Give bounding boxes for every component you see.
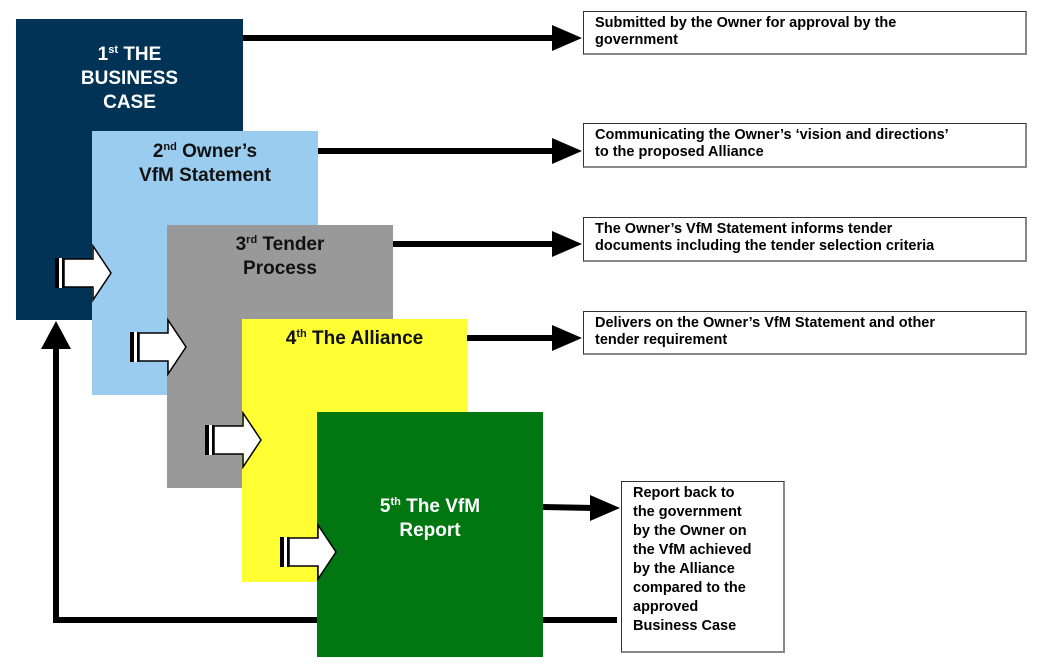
note-line: to the proposed Alliance (595, 144, 764, 160)
connector-arrow-vfm-statement (318, 138, 582, 164)
note-line: Report back to (633, 485, 735, 501)
note-line: the VfM achieved (633, 542, 752, 558)
note-line: Delivers on the Owner’s VfM Statement an… (595, 315, 936, 331)
note-business-case: Submitted by the Owner for approval by t… (583, 11, 1027, 55)
note-vfm-statement: Communicating the Owner’s ‘vision and di… (583, 123, 1027, 168)
note-line: compared to the (633, 580, 746, 596)
note-line: the government (633, 504, 742, 520)
title-line: THE (123, 44, 162, 65)
title-line: The VfM (406, 496, 481, 517)
connector-arrow-tender-process (393, 231, 582, 257)
ordinal-suffix: th (390, 496, 401, 508)
stage-alliance-title: 4th The Alliance (242, 327, 467, 351)
ordinal: 5 (379, 496, 391, 517)
connector-arrow-vfm-report (542, 495, 620, 521)
note-line: Submitted by the Owner for approval by t… (595, 15, 897, 31)
block-arrow-3-to-4 (204, 412, 262, 468)
note-line: Business Case (633, 618, 737, 634)
note-line: by the Alliance (633, 561, 735, 577)
block-arrow-2-to-3 (129, 319, 187, 375)
ordinal: 2 (152, 141, 164, 162)
title-line: Owner’s (182, 141, 258, 162)
note-line: government (595, 32, 678, 48)
stage-tender-process-title: 3rd Tender Process (167, 233, 393, 281)
ordinal-suffix: th (296, 328, 307, 340)
ordinal: 1 (97, 44, 109, 65)
note-alliance: Delivers on the Owner’s VfM Statement an… (583, 311, 1027, 355)
stage-vfm-report: 5th The VfM Report (317, 412, 543, 657)
feedback-arrowhead (41, 321, 71, 349)
note-line: documents including the tender selection… (595, 238, 935, 254)
ordinal-suffix: st (108, 44, 119, 56)
stage-business-case-title: 1st THE BUSINESS CASE (16, 43, 243, 115)
note-line: The Owner’s VfM Statement informs tender (595, 221, 893, 237)
title-line: Tender (262, 234, 325, 255)
block-arrow-4-to-5 (279, 524, 337, 580)
ordinal-suffix: rd (246, 234, 258, 246)
ordinal-suffix: nd (163, 141, 177, 153)
title-line: The Alliance (312, 328, 424, 349)
connector-arrow-alliance (467, 325, 582, 351)
title-line: BUSINESS (80, 68, 179, 89)
title-line: CASE (103, 92, 156, 113)
ordinal: 3 (235, 234, 247, 255)
note-line: by the Owner on (633, 523, 747, 539)
note-line: Communicating the Owner’s ‘vision and di… (595, 127, 949, 143)
connector-arrow-business-case (243, 25, 582, 51)
title-line: VfM Statement (139, 165, 271, 186)
stage-vfm-statement-title: 2nd Owner’s VfM Statement (92, 140, 318, 188)
note-line: approved (633, 599, 699, 615)
ordinal: 4 (285, 328, 297, 349)
note-vfm-report: Report back to the government by the Own… (621, 481, 785, 653)
note-tender-process: The Owner’s VfM Statement informs tender… (583, 217, 1027, 262)
note-line: tender requirement (595, 332, 728, 348)
title-line: Report (399, 520, 461, 541)
stage-vfm-report-title: 5th The VfM Report (317, 495, 543, 543)
title-line: Process (243, 258, 317, 279)
block-arrow-1-to-2 (54, 245, 112, 301)
